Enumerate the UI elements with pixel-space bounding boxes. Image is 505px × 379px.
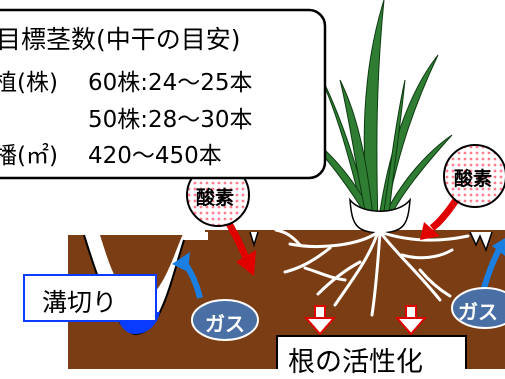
gas-label-right: ガス bbox=[458, 300, 498, 324]
info-row3-label: 播(㎡) bbox=[0, 143, 58, 169]
gas-label-left: ガス bbox=[205, 312, 245, 336]
root-activation-label: 根の活性化 bbox=[288, 347, 423, 378]
oxygen-bubble-right bbox=[443, 144, 505, 208]
gas-ellipse-right bbox=[451, 287, 505, 329]
info-row1-label: 植(株) bbox=[0, 70, 58, 96]
ditch-label: 溝切り bbox=[42, 288, 118, 317]
roots bbox=[274, 228, 470, 317]
oxygen-label-left: 酸素 bbox=[196, 187, 235, 209]
crack-right bbox=[469, 231, 493, 253]
blue-arrow-right bbox=[481, 238, 505, 289]
info-row1-value: 60株:24〜25本 bbox=[88, 70, 253, 96]
scene bbox=[0, 0, 505, 369]
down-arrow-left bbox=[303, 305, 337, 336]
oxygen-label-right: 酸素 bbox=[454, 168, 493, 190]
info-row2-value: 50株:28〜30本 bbox=[88, 107, 253, 133]
gas-ellipse-left bbox=[191, 299, 259, 341]
info-box bbox=[0, 8, 327, 180]
info-row3-value: 420〜450本 bbox=[88, 143, 222, 169]
plant-leaves bbox=[299, 0, 453, 226]
down-arrow-right bbox=[394, 305, 428, 336]
plant-base bbox=[349, 197, 411, 234]
info-title: 目標茎数(中干の目安) bbox=[0, 25, 241, 54]
red-arrow-oxygen-right bbox=[420, 198, 459, 240]
crack-left bbox=[249, 231, 259, 248]
ditch-label-box bbox=[23, 274, 157, 322]
root-activation-box bbox=[276, 335, 467, 369]
blue-arrow-left bbox=[172, 252, 203, 299]
